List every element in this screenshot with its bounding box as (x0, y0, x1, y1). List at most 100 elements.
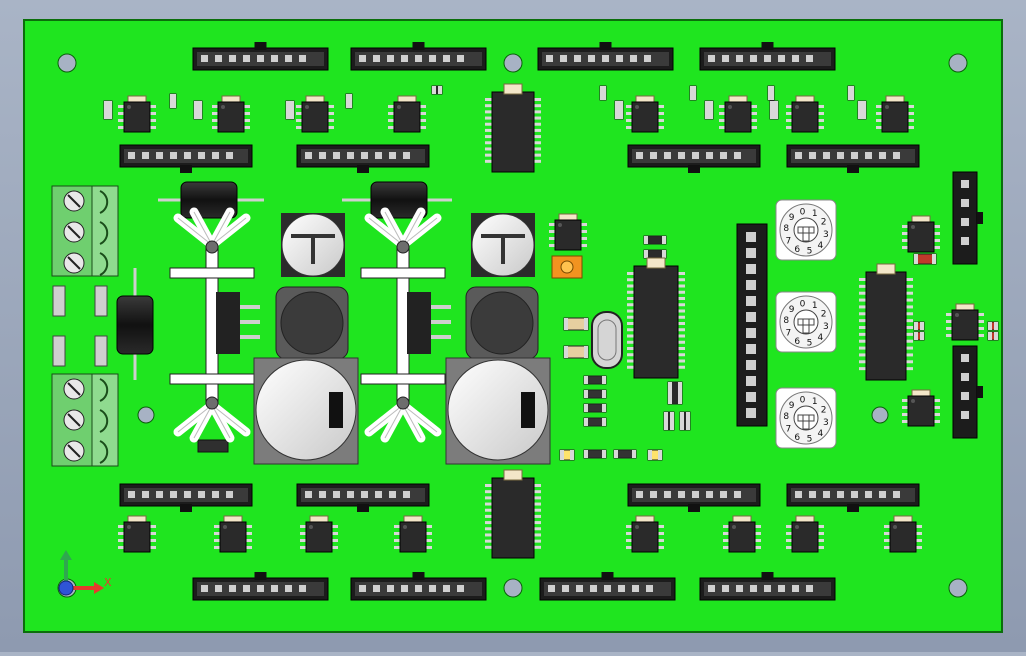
soic-chips (118, 95, 984, 553)
trimpot (551, 255, 583, 279)
rotary-switch-knob (793, 309, 819, 335)
soic-chip (549, 213, 587, 251)
smd-resistor (769, 100, 779, 120)
header-connector (296, 144, 430, 173)
header-connector (119, 483, 253, 512)
terminal-block-top (51, 185, 119, 277)
header-connector (786, 144, 920, 173)
rotary-switch-digit: 0 (800, 207, 806, 217)
smd-resistor-dark (583, 375, 607, 385)
pin-header-pin (746, 360, 756, 370)
rotary-switch-digit: 5 (807, 247, 813, 257)
header-connector (537, 42, 674, 71)
rotary-switch-digit: 8 (783, 224, 789, 234)
header-connector (350, 42, 487, 71)
microcontroller (627, 257, 685, 379)
pin-header-pin (746, 296, 756, 306)
soic-chip (719, 95, 757, 133)
header-connector (192, 42, 329, 71)
rotary-switch-digit: 2 (821, 218, 827, 228)
ic-top (485, 83, 541, 173)
header-connector (786, 483, 920, 512)
rotary-switch-digit: 2 (821, 310, 827, 320)
heatsinks (169, 207, 446, 443)
pin-header-pin (746, 408, 756, 418)
rotary-switch-digit: 1 (812, 397, 818, 407)
smd-resistor (103, 100, 113, 120)
smd-transistor (767, 85, 775, 101)
soic-chip (902, 215, 940, 253)
electrolytic-capacitor-1 (281, 213, 345, 277)
diode-vertical (116, 268, 154, 380)
rotary-switch-digit: 1 (812, 209, 818, 219)
header-connector (699, 42, 836, 71)
soic-chip (946, 303, 984, 341)
smd-transistor (599, 85, 607, 101)
rotary-switch-digit: 6 (794, 433, 800, 443)
smd-diode (679, 411, 691, 431)
soic-chip (212, 95, 250, 133)
soic-chip (296, 95, 334, 133)
rotary-switch-digit: 7 (785, 236, 791, 246)
rotary-switch-digit: 2 (821, 406, 827, 416)
rotary-switch-digit: 9 (789, 305, 795, 315)
soic-chip (118, 515, 156, 553)
pin-header-pin (746, 328, 756, 338)
header-connector (627, 483, 761, 512)
rotary-switch-digit: 9 (789, 401, 795, 411)
header-connector (627, 144, 761, 173)
side-connector (952, 345, 983, 439)
header-connector (699, 572, 836, 601)
rotary-switch-digit: 5 (807, 435, 813, 445)
rotary-switch-digit: 4 (818, 241, 824, 251)
rotary-switch-slot (802, 414, 810, 430)
header-connector (119, 144, 253, 173)
smd-led (559, 449, 575, 461)
rotary-switch-knob (793, 217, 819, 243)
axis-x-label: X (104, 576, 112, 589)
rotary-switch-digit: 8 (783, 412, 789, 422)
ic-bottom (485, 469, 541, 559)
smd-capacitor (563, 317, 589, 331)
smd-resistor-dark (583, 449, 607, 459)
smd-part (667, 381, 683, 405)
soic-chip (723, 515, 761, 553)
header-connector (192, 572, 329, 601)
header-connector (539, 572, 676, 601)
fuse-clips (52, 285, 229, 453)
inductor-2 (465, 286, 539, 360)
soic-chip (394, 515, 432, 553)
smd-resistor (704, 100, 714, 120)
side-connector (952, 171, 983, 265)
rotary-switch-digit: 6 (794, 245, 800, 255)
pin-header-pin (746, 392, 756, 402)
soic-chip (626, 95, 664, 133)
axis-triad-icon: X (58, 550, 112, 596)
smd-chip-red (913, 321, 925, 331)
rotary-switch-digit: 7 (785, 328, 791, 338)
inductor-1 (275, 286, 349, 360)
soic-chip (214, 515, 252, 553)
pin-header-pin (746, 248, 756, 258)
pin-header-pin (746, 280, 756, 290)
smd-transistor (169, 93, 177, 109)
soic-chip (884, 515, 922, 553)
smd-resistor-dark (583, 417, 607, 427)
pin-header-vertical (736, 223, 768, 427)
smd-capacitor (563, 345, 589, 359)
large-ics (485, 83, 913, 559)
side-connectors (952, 171, 983, 439)
rotary-switch-digit: 3 (823, 230, 829, 240)
soic-chip (300, 515, 338, 553)
soic-chip (388, 95, 426, 133)
header-connector (350, 572, 487, 601)
pin-header-pin (746, 264, 756, 274)
smd-part (643, 235, 667, 245)
soic-chip (876, 95, 914, 133)
